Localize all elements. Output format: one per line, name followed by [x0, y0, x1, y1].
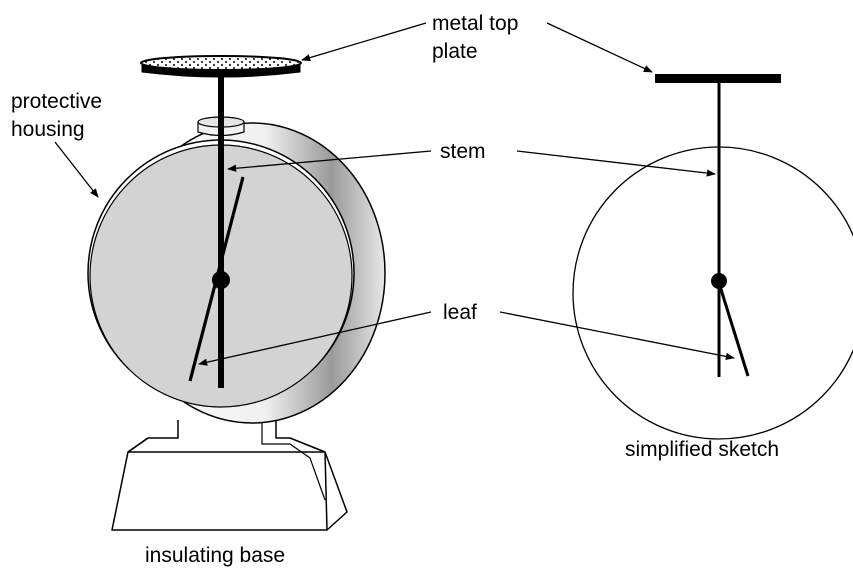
- label-leaf: leaf: [443, 301, 477, 324]
- arrow-leaf-right: [499, 311, 735, 360]
- label-protective-housing-1: protective: [11, 90, 102, 113]
- arrow-top-plate-left: [301, 22, 427, 62]
- labels: metal top plate protective housing stem …: [11, 12, 779, 567]
- simplified-top-plate: [655, 74, 781, 83]
- simplified-pivot: [711, 273, 727, 289]
- insulating-base: [111, 420, 348, 531]
- label-protective-housing-2: housing: [11, 118, 85, 141]
- label-stem: stem: [440, 140, 486, 163]
- leader-lines: [54, 22, 735, 366]
- label-simplified-sketch: simplified sketch: [625, 438, 779, 461]
- arrow-leaf-left: [198, 311, 432, 366]
- simplified-electroscope: [572, 74, 853, 440]
- arrow-housing: [54, 141, 99, 198]
- metal-top-plate: [140, 55, 302, 78]
- pivot: [212, 271, 230, 289]
- label-metal-top-plate-1: metal top: [432, 12, 518, 35]
- simplified-leaf: [717, 282, 750, 377]
- label-insulating-base: insulating base: [145, 544, 285, 567]
- arrow-stem-left: [227, 150, 432, 172]
- arrow-top-plate-right: [546, 22, 653, 73]
- electroscope-realistic: [87, 55, 386, 531]
- arrow-stem-right: [516, 150, 716, 177]
- simplified-housing: [572, 146, 853, 440]
- label-metal-top-plate-2: plate: [432, 40, 478, 63]
